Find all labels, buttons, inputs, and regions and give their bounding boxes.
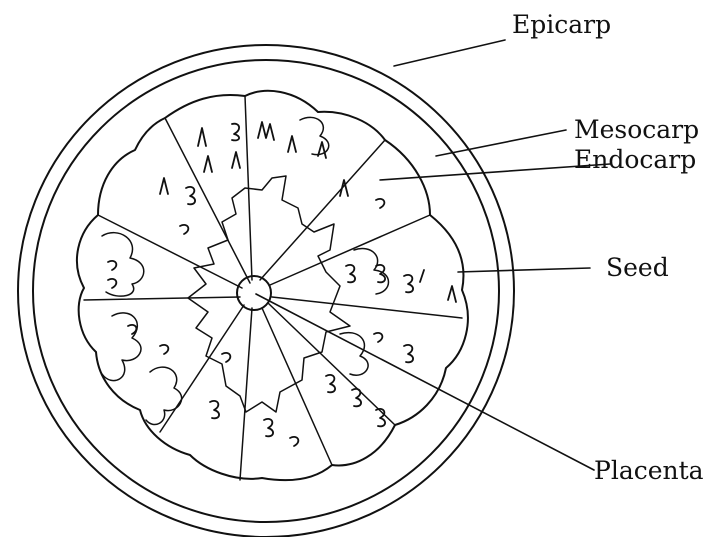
placenta-pointer	[256, 294, 594, 470]
seed-pointer	[458, 268, 590, 272]
epicarp-ring	[18, 45, 514, 537]
placenta-axis	[237, 276, 271, 310]
seed-marks	[108, 122, 456, 446]
placenta-label: Placenta	[594, 456, 704, 485]
mesocarp-label: Mesocarp	[574, 115, 699, 144]
mesocarp-pointer	[436, 130, 566, 156]
seed-label: Seed	[606, 253, 669, 282]
epicarp-label: Epicarp	[512, 10, 611, 39]
endocarp-label: Endocarp	[574, 145, 696, 174]
epicarp-pointer	[394, 40, 505, 66]
